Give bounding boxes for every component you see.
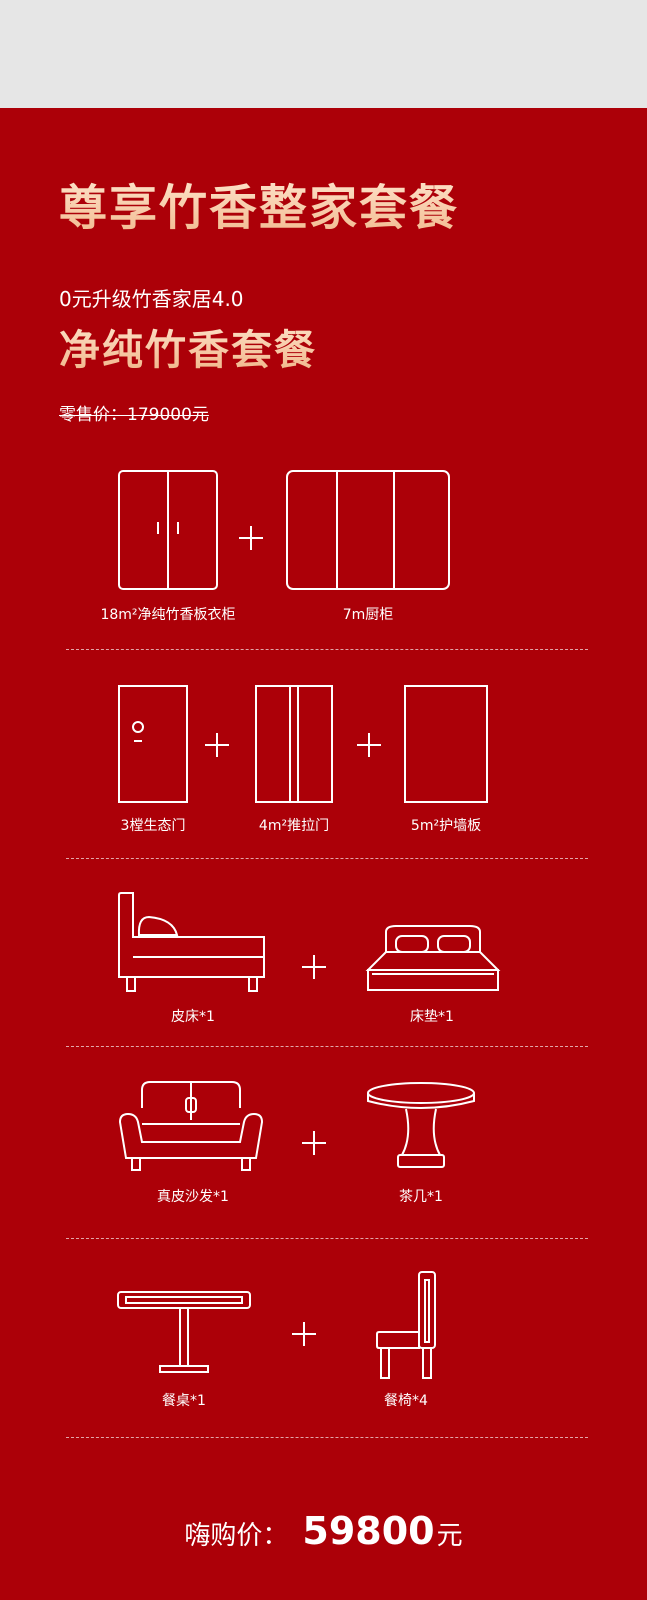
door-label: 3樘生态门	[120, 818, 186, 834]
dining-table-label: 餐桌*1	[162, 1393, 206, 1409]
mattress-label: 床垫*1	[410, 1009, 454, 1025]
door-icon	[118, 685, 188, 803]
tea-table-icon	[366, 1081, 476, 1173]
final-price-unit: 元	[436, 1521, 463, 1551]
package-name: 净纯竹香套餐	[59, 316, 317, 376]
plus-icon	[357, 733, 381, 757]
final-price-value: 59800	[302, 1509, 435, 1553]
wall-panel-icon	[404, 685, 488, 803]
plus-icon	[239, 526, 263, 550]
upgrade-subtitle: 0元升级竹香家居4.0	[59, 287, 244, 311]
sliding-door-label: 4m²推拉门	[258, 818, 330, 834]
dashed-divider	[66, 1238, 588, 1239]
plus-icon	[302, 955, 326, 979]
bed-icon	[117, 891, 267, 993]
dashed-divider	[66, 858, 588, 859]
dashed-divider	[66, 649, 588, 650]
final-price-label: 嗨购价：	[184, 1521, 289, 1551]
kitchen-cabinet-label: 7m厨柜	[342, 607, 394, 623]
wardrobe-icon	[118, 470, 218, 590]
wall-panel-label: 5m²护墙板	[410, 818, 482, 834]
bed-label: 皮床*1	[171, 1009, 215, 1025]
dining-chair-icon	[375, 1270, 439, 1380]
retail-price: 零售价：179000元	[59, 405, 209, 425]
dining-table-icon	[116, 1290, 252, 1374]
sofa-icon	[118, 1080, 264, 1174]
kitchen-cabinet-icon	[286, 470, 450, 590]
dashed-divider	[66, 1437, 588, 1438]
wardrobe-label: 18m²净纯竹香板衣柜	[100, 607, 236, 623]
sofa-label: 真皮沙发*1	[157, 1189, 229, 1205]
tea-table-label: 茶几*1	[399, 1189, 443, 1205]
mattress-icon	[366, 924, 500, 992]
final-price-block: 嗨购价： 59800元	[0, 1509, 647, 1553]
plus-icon	[302, 1131, 326, 1155]
plus-icon	[205, 733, 229, 757]
page-title: 尊享竹香整家套餐	[59, 168, 459, 238]
dining-chair-label: 餐椅*4	[384, 1393, 428, 1409]
sliding-door-icon	[255, 685, 333, 803]
top-gray-bar	[0, 0, 647, 108]
plus-icon	[292, 1322, 316, 1346]
dashed-divider	[66, 1046, 588, 1047]
